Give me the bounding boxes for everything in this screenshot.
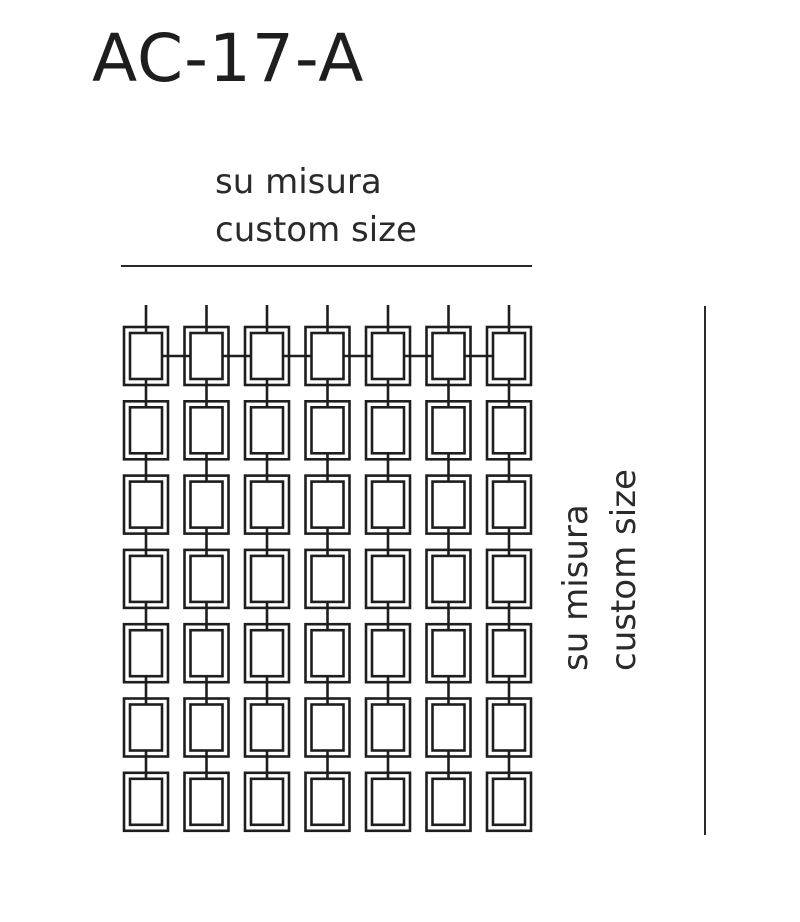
- chain-link-inner: [491, 405, 527, 455]
- chain-link-inner: [249, 777, 285, 827]
- chain-link-inner: [370, 703, 406, 752]
- chain-link-inner: [431, 554, 466, 604]
- chain-link-inner: [249, 628, 285, 678]
- chain-link-inner: [189, 405, 224, 455]
- chain-link-inner: [249, 331, 285, 381]
- chain-link-inner: [249, 703, 285, 752]
- chain-link-inner: [249, 405, 285, 455]
- chain-link-outer: [122, 771, 170, 833]
- chain-link-inner: [310, 405, 345, 455]
- chain-link-inner: [310, 331, 345, 381]
- chain-link-outer: [364, 771, 412, 833]
- chain-link-inner: [491, 628, 527, 678]
- chain-link-outer: [425, 771, 472, 833]
- chain-link-inner: [189, 480, 224, 529]
- chain-link-inner: [128, 480, 164, 529]
- width-dimension-line: [121, 265, 532, 267]
- chain-link-inner: [128, 554, 164, 604]
- height-dimension-line: [704, 306, 706, 835]
- chain-link-inner: [370, 777, 406, 827]
- chain-link-inner: [431, 777, 466, 827]
- chain-link-inner: [491, 703, 527, 752]
- chain-link-inner: [310, 777, 345, 827]
- chain-link-inner: [189, 703, 224, 752]
- chain-link-outer: [183, 771, 230, 833]
- chain-link-inner: [370, 331, 406, 381]
- product-code-title: AC-17-A: [92, 20, 365, 97]
- chain-link-inner: [189, 628, 224, 678]
- chain-link-inner: [370, 480, 406, 529]
- chain-link-inner: [310, 554, 345, 604]
- chain-link-inner: [370, 554, 406, 604]
- chain-link-inner: [189, 554, 224, 604]
- chain-link-inner: [128, 405, 164, 455]
- chain-link-inner: [310, 480, 345, 529]
- chain-link-inner: [128, 628, 164, 678]
- chain-link-inner: [189, 331, 224, 381]
- chain-link-outer: [243, 771, 291, 833]
- chain-link-inner: [128, 331, 164, 381]
- chain-link-inner: [431, 703, 466, 752]
- width-label-line2: custom size: [215, 210, 417, 250]
- chain-link-inner: [491, 777, 527, 827]
- chain-link-inner: [128, 777, 164, 827]
- chain-link-inner: [431, 628, 466, 678]
- chain-link-outer: [304, 771, 351, 833]
- chain-link-outer: [485, 771, 533, 833]
- chain-link-inner: [431, 331, 466, 381]
- chain-link-inner: [491, 331, 527, 381]
- chain-link-inner: [128, 703, 164, 752]
- width-label-line1: su misura: [215, 162, 382, 202]
- chain-link-inner: [491, 554, 527, 604]
- chain-link-inner: [249, 480, 285, 529]
- chain-link-inner: [249, 554, 285, 604]
- chain-link-inner: [310, 628, 345, 678]
- chain-link-inner: [491, 480, 527, 529]
- chain-link-inner: [370, 628, 406, 678]
- chain-link-inner: [431, 405, 466, 455]
- chain-link-inner: [310, 703, 345, 752]
- chain-link-inner: [370, 405, 406, 455]
- width-dimension-label: su misura custom size: [215, 158, 417, 254]
- chain-link-inner: [189, 777, 224, 827]
- chain-link-inner: [431, 480, 466, 529]
